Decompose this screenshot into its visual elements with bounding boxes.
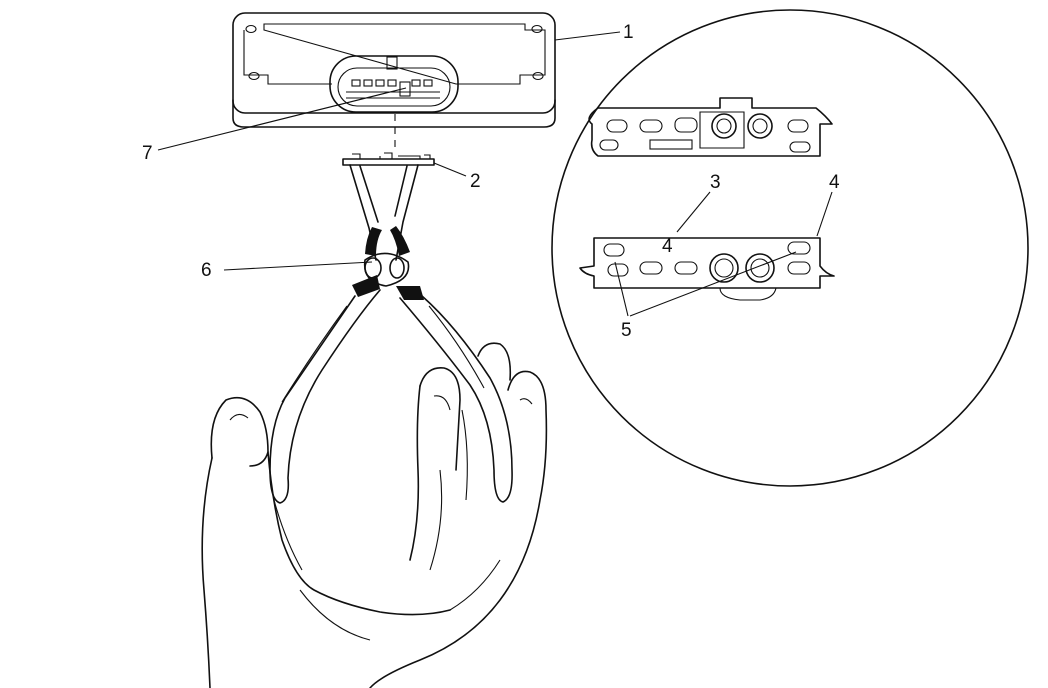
callout-7: 7: [142, 143, 153, 164]
callout-6: 6: [201, 260, 212, 281]
callout-4-upper: 4: [829, 172, 840, 193]
callout-5: 5: [621, 320, 632, 341]
connector-insert-icon: [342, 152, 435, 166]
leader-lines: [157, 31, 833, 317]
callout-1: 1: [623, 22, 634, 43]
callout-4-lower: 4: [662, 236, 673, 257]
hands-icon: [201, 342, 548, 688]
module-housing-icon: [232, 12, 556, 128]
callout-2: 2: [470, 171, 481, 192]
callout-3: 3: [710, 172, 721, 193]
detail-view-icon: [551, 9, 1029, 487]
pliers-icon: [269, 164, 513, 504]
